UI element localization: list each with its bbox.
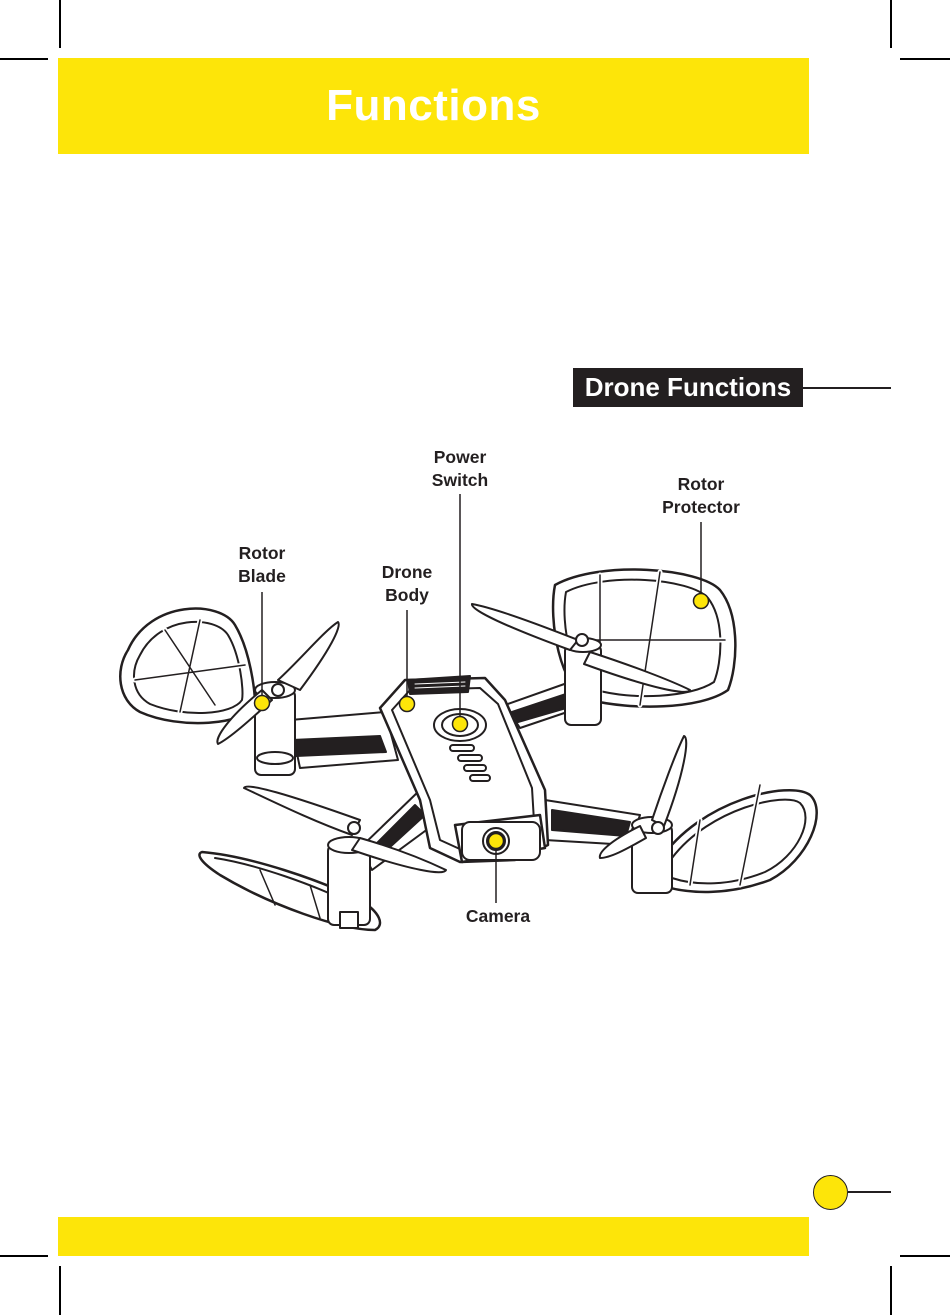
callout-line: Camera: [448, 905, 548, 928]
callout-power-switch: Power Switch: [415, 446, 505, 492]
callout-dot-power-switch: [453, 717, 468, 732]
footer-band: [58, 1217, 809, 1256]
page-rule: [848, 1191, 891, 1193]
callout-line: Rotor: [217, 542, 307, 565]
callout-camera: Camera: [448, 905, 548, 928]
callout-rotor-protector: Rotor Protector: [646, 473, 756, 519]
callout-line: Rotor: [646, 473, 756, 496]
callout-line: Drone: [362, 561, 452, 584]
callout-dot-camera: [489, 834, 504, 849]
callout-line: Blade: [217, 565, 307, 588]
callout-line: Power: [415, 446, 505, 469]
callout-dot-rotor-blade: [255, 696, 270, 711]
callout-dot-rotor-protector: [694, 594, 709, 609]
callout-line: Body: [362, 584, 452, 607]
callout-dot-drone-body: [400, 697, 415, 712]
callout-rotor-blade: Rotor Blade: [217, 542, 307, 588]
callout-drone-body: Drone Body: [362, 561, 452, 607]
callout-line: Protector: [646, 496, 756, 519]
page-number-dot: [813, 1175, 848, 1210]
callout-line: Switch: [415, 469, 505, 492]
